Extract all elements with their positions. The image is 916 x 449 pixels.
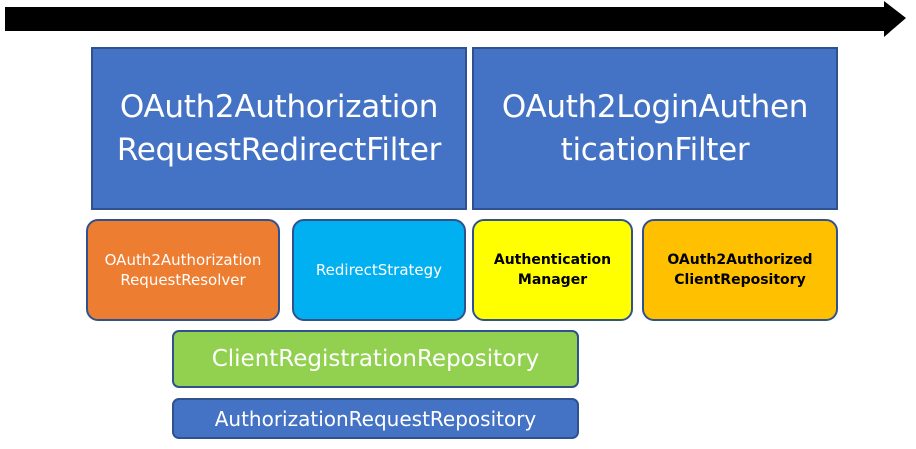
auth-request-repo-label: AuthorizationRequestRepository [214,406,537,431]
authentication-manager-box: Authentication Manager [472,219,633,321]
oauth2-login-authentication-filter-box: OAuth2LoginAuthen ticationFilter [472,47,838,210]
authorization-request-resolver-box: OAuth2Authorization RequestResolver [86,219,280,321]
redirect-strategy-label: RedirectStrategy [315,261,443,279]
redirect-filter-label: OAuth2Authorization RequestRedirectFilte… [116,88,442,168]
resolver-label: OAuth2Authorization RequestResolver [104,251,262,289]
client-repo-label: OAuth2Authorized ClientRepository [667,252,813,288]
flow-arrow-shape [5,1,906,37]
flow-arrow [5,1,906,37]
auth-manager-label: Authentication Manager [493,252,612,288]
authorized-client-repository-box: OAuth2Authorized ClientRepository [642,219,838,321]
login-filter-label: OAuth2LoginAuthen ticationFilter [501,88,809,168]
client-registration-label: ClientRegistrationRepository [211,346,540,372]
redirect-strategy-box: RedirectStrategy [292,219,466,321]
oauth2-authorization-request-redirect-filter-box: OAuth2Authorization RequestRedirectFilte… [91,47,467,210]
authorization-request-repository-box: AuthorizationRequestRepository [172,398,579,439]
client-registration-repository-box: ClientRegistrationRepository [172,330,579,388]
